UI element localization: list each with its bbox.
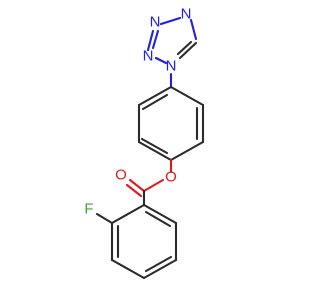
bond-n4-n3 <box>159 16 182 26</box>
ring2-bond-3 <box>110 258 146 280</box>
ring2-bond-6-inner <box>144 210 172 228</box>
bond-c-f <box>95 212 114 225</box>
bond-c-o-carbonyl <box>128 178 146 193</box>
structure-canvas: N N N N O O F <box>84 5 205 280</box>
ring1-bond-3 <box>169 140 205 162</box>
ring1-bond-6 <box>137 85 173 107</box>
fluorophenyl-ring <box>110 203 178 280</box>
bond-n2-n1 <box>154 56 168 65</box>
phenylene-ring <box>137 85 205 162</box>
ring2-bond-4 <box>142 258 178 280</box>
bond-n3-n2 <box>146 29 155 52</box>
ring1-bond-4-inner <box>140 137 169 155</box>
bond-oester-ccarbonyl <box>142 178 165 193</box>
bond-n3-n2-inner <box>151 29 160 50</box>
ring2-bond-1 <box>110 203 146 225</box>
atom-n-left: N <box>143 48 154 65</box>
atom-n-top-right: N <box>181 6 192 23</box>
tetrazole-ring <box>146 16 198 65</box>
atom-o-ester: O <box>165 169 177 186</box>
ring1-bond-1 <box>169 85 205 107</box>
bond-c5-n1 <box>178 41 198 60</box>
atom-o-carbonyl: O <box>115 167 127 184</box>
bond-c5-n1-inner <box>176 40 193 56</box>
ring1-bond-4 <box>137 140 173 162</box>
atom-fluorine: F <box>84 201 93 218</box>
atom-n-top-left: N <box>150 14 161 31</box>
atom-n-attached: N <box>166 58 177 75</box>
molecule-drawing: N N N N O O F <box>84 6 205 280</box>
bond-n4-c5 <box>189 18 198 41</box>
ring2-bond-6 <box>142 203 178 225</box>
ring2-bond-4-inner <box>144 255 173 273</box>
ring1-bond-6-inner <box>141 93 169 111</box>
bond-c-o-carbonyl-inner <box>125 183 143 198</box>
